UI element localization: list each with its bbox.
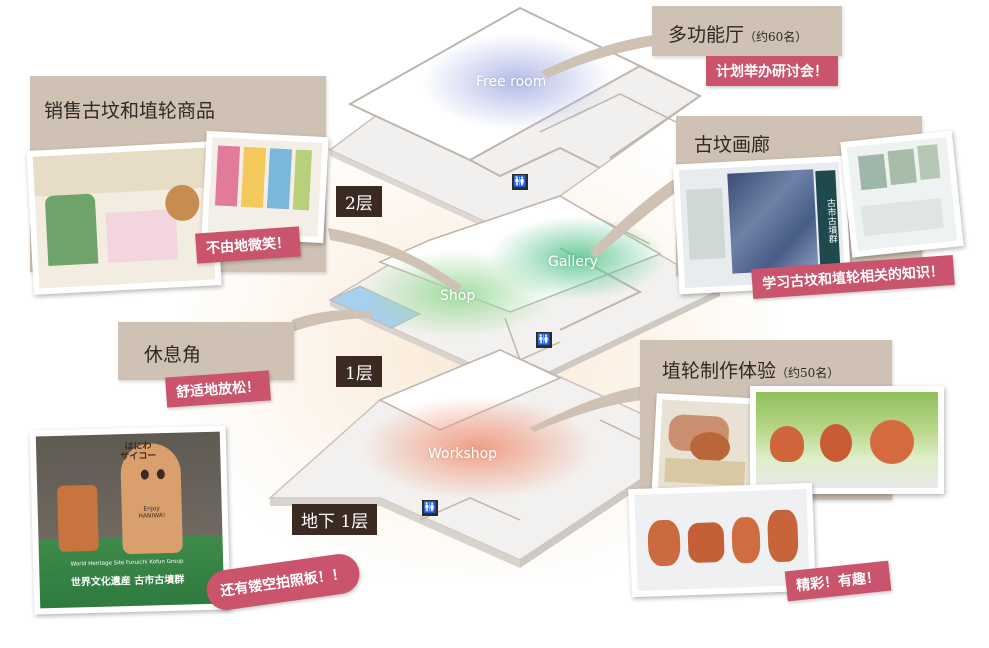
- free-room-callout-tail: [540, 34, 664, 78]
- photo-panel-enjoy-text: Enjoy HANIWA!: [138, 505, 166, 520]
- free-room-callout: 多功能厅（约60名）: [652, 6, 842, 56]
- shop-title: 销售古坟和埴轮商品: [44, 100, 216, 122]
- free-room-capacity: （约60名）: [744, 30, 808, 44]
- workshop-capacity: （约50名）: [776, 366, 840, 380]
- workshop-highlight: [360, 396, 596, 500]
- restroom-icon: 🚻: [536, 332, 552, 348]
- photo-panel-site-jp: 世界文化遺産 古市古墳群: [70, 574, 185, 589]
- free-room-label: Free room: [476, 74, 547, 90]
- shop-highlight: [360, 250, 556, 338]
- free-room-highlight: [422, 34, 612, 130]
- gallery-title: 古坟画廊: [694, 134, 771, 156]
- gallery-photo-wall: [840, 130, 964, 258]
- gallery-label: Gallery: [548, 254, 598, 270]
- workshop-callout-tail: [530, 386, 644, 432]
- floor-1-tag: 1层: [336, 356, 382, 387]
- floor-2-tag: 2层: [336, 186, 382, 217]
- restroom-icon: 🚻: [512, 174, 528, 190]
- gallery-callout-tail: [590, 168, 696, 258]
- photo-panel-site-en: World Heritage Site Furuichi Kofun Group: [70, 558, 184, 568]
- shop-photo-goods: [201, 130, 329, 244]
- floor-1-plan: [328, 195, 722, 392]
- free-room-badge: 计划举办研讨会！: [706, 56, 838, 86]
- free-room-title: 多功能厅: [668, 24, 745, 46]
- floor-2-plan: [328, 6, 702, 228]
- restroom-icon: 🚻: [422, 500, 438, 516]
- shop-callout-tail: [328, 228, 462, 292]
- gallery-sign: 古市古墳群: [815, 170, 841, 272]
- rest-title: 休息角: [144, 344, 202, 366]
- basement-tag: 地下 1层: [292, 504, 378, 535]
- rest-callout: 休息角: [118, 322, 294, 380]
- photo-panel-top-text: はにわ サイコー: [120, 441, 157, 463]
- photo-panel-image: はにわ サイコー Enjoy HANIWA! World Heritage Si…: [29, 425, 231, 615]
- shop-photo-store: [26, 141, 222, 295]
- rest-callout-tail: [292, 310, 374, 332]
- workshop-label: Workshop: [428, 446, 498, 462]
- workshop-photo-haniwa-row: [750, 386, 944, 494]
- shop-label: Shop: [440, 288, 476, 304]
- workshop-title: 埴轮制作体验: [662, 360, 777, 382]
